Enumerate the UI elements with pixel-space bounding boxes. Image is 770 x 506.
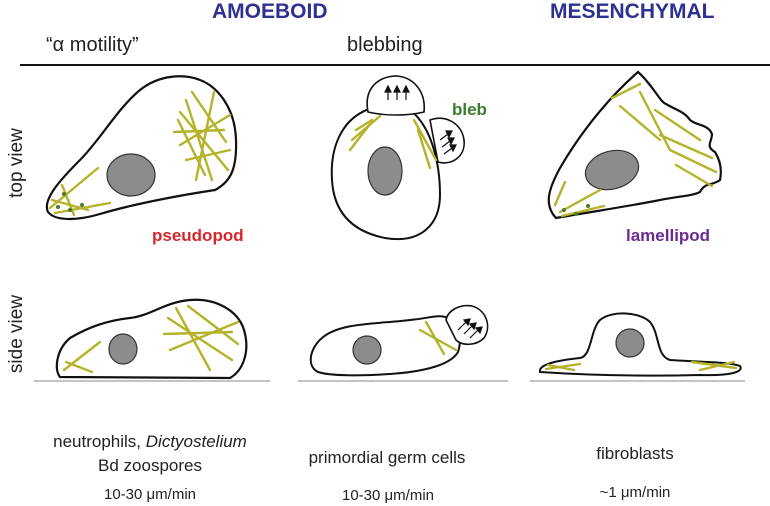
lamellipod-cell-outline xyxy=(547,70,722,220)
pseudopod-side-actin xyxy=(62,304,240,374)
bleb-side-arrows xyxy=(457,318,483,339)
cell-type-col2: primordial germ cells xyxy=(308,448,466,467)
cell-type-col1: neutrophils, Dictyostelium Bd zoospores xyxy=(20,432,280,476)
side-bleb xyxy=(429,117,465,164)
bleb-cell-actin xyxy=(348,114,438,170)
bleb-side-nucleus xyxy=(352,335,382,365)
pseudopod-label: pseudopod xyxy=(152,226,244,245)
blebbing-subheader: blebbing xyxy=(347,34,423,56)
speed-col3: ~1 μm/min xyxy=(599,484,671,501)
speed-col2: 10-30 μm/min xyxy=(341,487,434,504)
bleb-label: bleb xyxy=(452,100,487,119)
alpha-motility-subheader: “α motility” xyxy=(46,34,139,56)
speed-col1: 10-30 μm/min xyxy=(103,486,196,503)
lamellipod-label: lamellipod xyxy=(626,226,711,245)
pseudopod-side-nucleus xyxy=(108,333,138,365)
bleb-side-outline xyxy=(309,315,461,377)
cell-type-col1-italic: Dictyostelium xyxy=(145,432,247,451)
pseudopod-cell-outline xyxy=(45,75,238,221)
bleb-side-actin xyxy=(418,320,458,356)
cell-type-col1-line1: neutrophils, Dictyostelium xyxy=(20,432,280,452)
bleb-pressure-arrows xyxy=(384,84,457,155)
pseudopod-cell-actin-dots xyxy=(56,192,84,212)
pseudopod-side-outline xyxy=(55,298,248,380)
cell-type-col1-plain: neutrophils, xyxy=(53,432,146,451)
pseudopod-cell-nucleus xyxy=(106,153,156,197)
lamellipod-cell-nucleus xyxy=(584,149,640,191)
lamellipod-side-nucleus xyxy=(615,328,645,358)
bleb-side-bleb xyxy=(445,304,489,346)
cell-type-col1-line2: Bd zoospores xyxy=(98,456,202,475)
lamellipod-cell-actin-dots xyxy=(562,204,590,216)
bleb-cell-nucleus xyxy=(367,146,403,196)
top-bleb xyxy=(366,75,425,116)
lamellipod-side-actin xyxy=(544,360,738,372)
cell-type-col3: fibroblasts xyxy=(596,444,674,463)
pseudopod-cell-actin xyxy=(48,90,232,217)
amoeboid-header: AMOEBOID xyxy=(212,0,328,23)
mesenchymal-header: MESENCHYMAL xyxy=(550,0,715,23)
lamellipod-cell-actin xyxy=(553,82,718,218)
